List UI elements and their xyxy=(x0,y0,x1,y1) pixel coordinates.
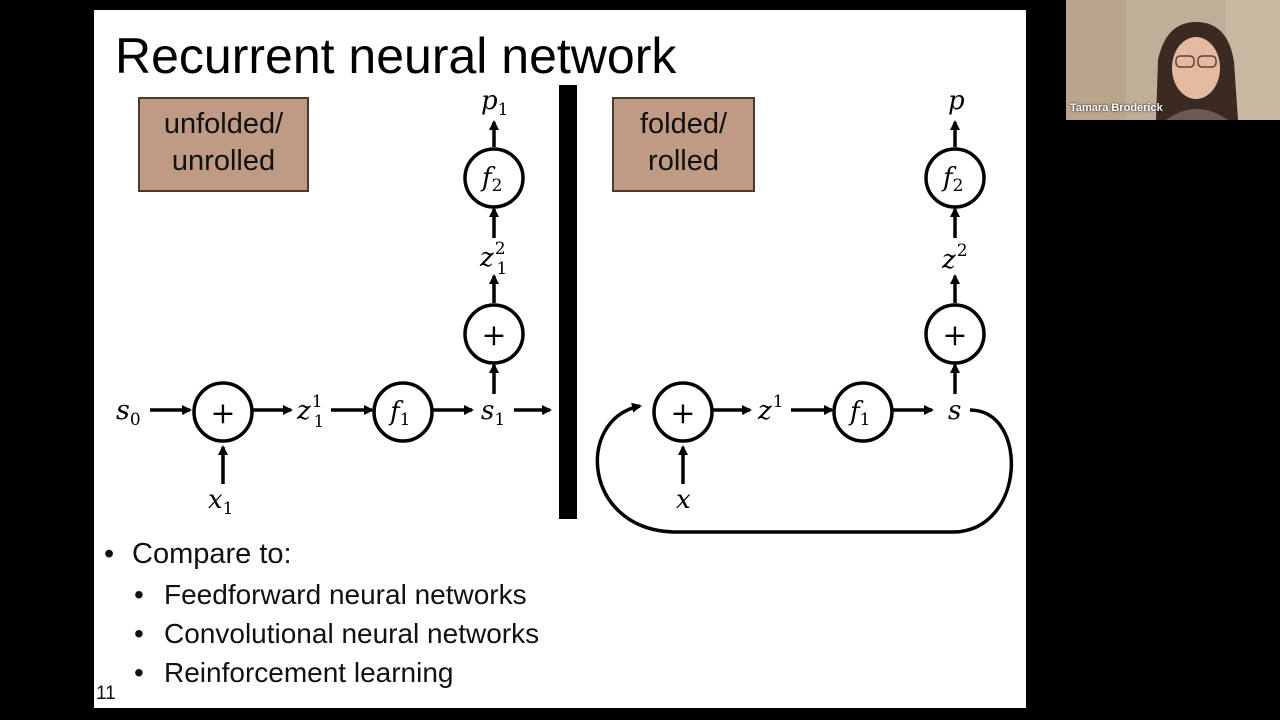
unfolded-diagram xyxy=(150,120,552,484)
unfolded-label-line-2: unrolled xyxy=(171,145,276,177)
divider-bar xyxy=(559,85,577,519)
slide-title: Recurrent neural network xyxy=(115,28,677,84)
folded-s-label: s xyxy=(948,396,961,426)
folded-sum2-node-circle xyxy=(924,303,986,365)
folded-f1-label: f1 xyxy=(848,397,870,430)
folded-f2-label: f2 xyxy=(941,163,963,196)
folded-label-line-2: rolled xyxy=(648,145,719,177)
bullet-text: Compare to: xyxy=(132,538,292,570)
sum-node-symbol: + xyxy=(210,396,235,431)
folded-label-box: folded/ rolled xyxy=(612,97,755,192)
s0-label: s0 xyxy=(116,395,141,430)
face-shape xyxy=(1172,37,1220,99)
folded-labels: + z1 f1 s x + z2 f2 p xyxy=(670,86,967,515)
bullet-dot-icon: • xyxy=(134,579,144,610)
sum-node-circle xyxy=(192,381,254,443)
presentation-slide: Recurrent neural network unfolded/ unrol… xyxy=(94,10,1026,708)
f1-node-circle xyxy=(372,381,434,443)
folded-z1-label: z1 xyxy=(757,392,784,426)
sub-bullet-text: Convolutional neural networks xyxy=(164,618,540,649)
folded-sum-node-symbol: + xyxy=(670,396,695,431)
unfolded-label-line-1: unfolded/ xyxy=(163,108,284,140)
unfolded-label-box: unfolded/ unrolled xyxy=(138,97,309,192)
recurrent-loop-arrow xyxy=(595,402,1013,534)
participant-video-feed xyxy=(1066,0,1280,120)
sub-bullet-text: Reinforcement learning xyxy=(164,657,454,688)
bullet-dot-icon: • xyxy=(134,657,144,688)
bullet-dot-icon: • xyxy=(134,618,144,649)
folded-f1-node-circle xyxy=(832,381,894,443)
folded-z2-label: z2 xyxy=(941,241,968,275)
f2-label: f2 xyxy=(480,163,502,196)
folded-f2-node-circle xyxy=(924,147,986,209)
participant-video-tile[interactable]: Tamara Broderick xyxy=(1066,0,1280,120)
sum2-node-symbol: + xyxy=(481,318,506,353)
slide-number: 11 xyxy=(96,683,116,704)
sub-bullet-text: Feedforward neural networks xyxy=(164,579,527,610)
participant-name-label: Tamara Broderick xyxy=(1070,102,1163,114)
x1-label: x1 xyxy=(208,485,234,519)
f1-label: f1 xyxy=(388,397,410,430)
sum2-node-circle xyxy=(463,303,525,365)
folded-diagram xyxy=(595,120,1013,534)
p1-label: p1 xyxy=(481,86,508,120)
f2-node-circle xyxy=(463,147,525,209)
folded-p-label: p xyxy=(948,86,965,116)
folded-sum-node-circle xyxy=(652,381,714,443)
folded-label-line-1: folded/ xyxy=(639,108,728,140)
folded-sum2-node-symbol: + xyxy=(942,318,967,353)
folded-x-label: x xyxy=(676,485,691,515)
bullet-dot-icon: • xyxy=(104,538,115,570)
s1-label: s1 xyxy=(481,396,505,430)
